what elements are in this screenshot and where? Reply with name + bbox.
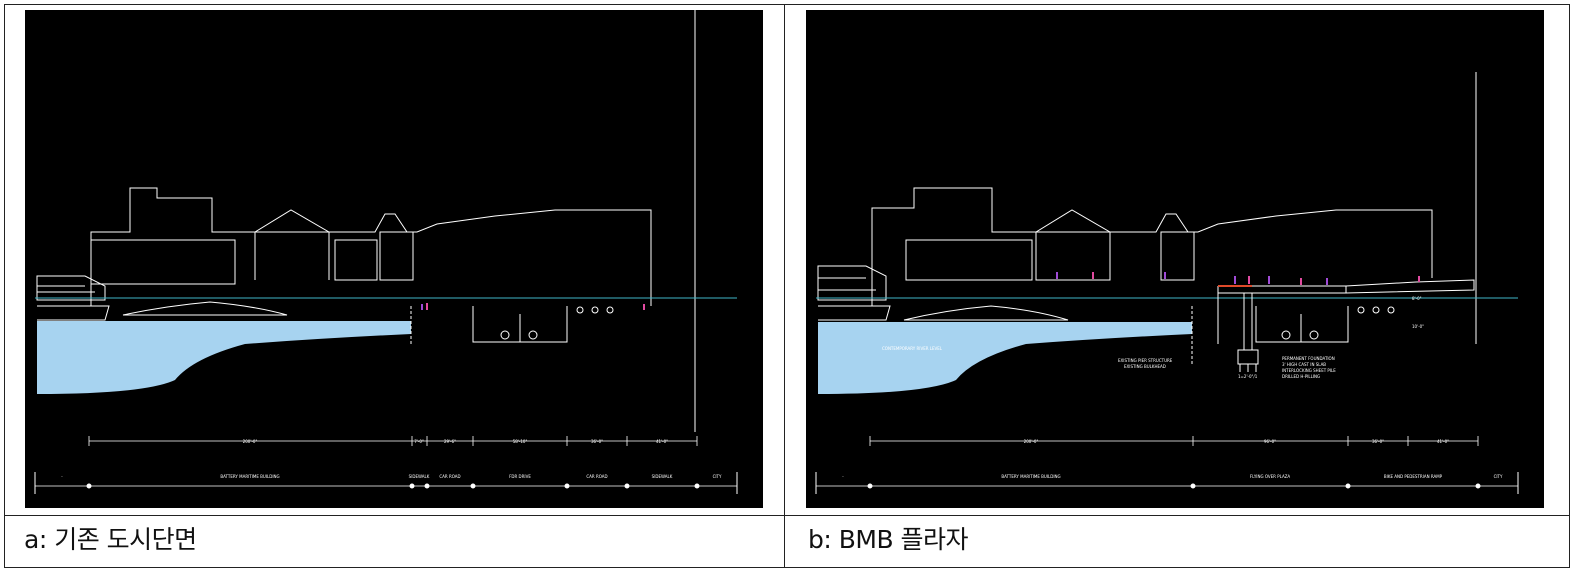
panel-existing-section: 200'-0" 7'-0" 29'-6" 58'-10" 36'-0" 41'-… [25,10,763,508]
flying-plaza-deck [1217,279,1475,344]
dimension-label: 7'-0" [414,439,424,444]
maritime-building-outline [90,187,652,306]
caption-divider [4,515,1570,516]
annotation-existing-bulkhead: EXISTING BULKHEAD [1124,364,1166,369]
zone-ticks [815,472,1519,494]
zone-ticks [34,472,738,494]
annotation-height: 10'-0" [1412,324,1424,329]
river-water [37,321,411,394]
building-hall-2 [1160,231,1195,281]
zone-label: CITY [1494,474,1503,479]
zone-label: CAR ROAD [439,474,460,479]
maritime-building-inner [254,231,330,280]
annotation-slab: 3' HIGH CAST IN SLAB [1282,362,1326,367]
zone-label: BATTERY MARITIME BUILDING [220,474,279,479]
section-drawing-a: 200'-0" 7'-0" 29'-6" 58'-10" 36'-0" 41'-… [34,10,738,494]
building-block [905,239,1033,281]
dimension-ticks [869,436,1479,446]
foundation-column [1237,293,1259,372]
zone-label: SIDEWALK [409,474,430,479]
dimension-ticks [88,436,698,446]
river-water [818,322,1192,394]
zone-label: BATTERY MARITIME BUILDING [1001,474,1060,479]
zone-label: SIDEWALK [652,474,673,479]
fdr-tunnel [472,306,614,343]
zone-label: CITY [713,474,722,479]
annotation-river-level: CONTEMPORARY RIVER LEVEL [882,346,943,351]
dimension-label: 200'-0" [1024,439,1039,444]
panel-divider [784,4,785,568]
zone-label: BIKE AND PEDESTRIAN RAMP [1384,474,1443,479]
dimension-label: 41'-0" [656,439,668,444]
annotation-scale: 1=2'-0"/1 [1238,374,1258,379]
fdr-tunnel [1255,306,1395,343]
maritime-building-outline [871,187,1433,306]
zone-label: CAR ROAD [586,474,607,479]
pedestrians [1056,272,1420,285]
dimension-label: 58'-10" [513,439,528,444]
figure-frame [4,4,1570,568]
ferry-boat [36,275,110,321]
pier-vessel [122,301,288,316]
zone-label: FDR DRIVE [509,474,531,479]
building-hall-2 [379,231,414,281]
panel-bmb-plaza-section: CONTEMPORARY RIVER LEVEL EXISTING PIER S… [806,10,1544,508]
zone-label: - [842,474,844,479]
annotation-piling: DRILLED H-PILLING [1282,374,1320,379]
building-block [90,239,236,285]
dimension-label: 96'-0" [1264,439,1276,444]
annotation-existing-pier: EXISTING PIER STRUCTURE [1118,358,1173,363]
dimension-label: 29'-6" [444,439,456,444]
dimension-label: 41'-0" [1437,439,1449,444]
dimension-label: 36'-0" [1372,439,1384,444]
dimension-label: 36'-0" [591,439,603,444]
annotation-foundation: PERMANENT FOUNDATION [1282,356,1335,361]
pier-vessel [903,305,1069,321]
pedestrians [421,303,645,310]
zone-label: - [61,474,63,479]
caption-existing-section: a: 기존 도시단면 [24,525,197,554]
annotation-sheet-pile: INTERLOCKING SHEET PILE [1282,368,1336,373]
annotation-height-2: 8'-0" [1412,296,1422,301]
building-hall [334,239,378,281]
building-hall [1035,231,1111,281]
section-drawing-b: CONTEMPORARY RIVER LEVEL EXISTING PIER S… [815,72,1519,494]
zone-label: FLYING OVER PLAZA [1250,474,1291,479]
ferry-boat [817,265,891,321]
caption-bmb-plaza: b: BMB 플라자 [808,525,969,554]
dimension-label: 200'-0" [243,439,258,444]
